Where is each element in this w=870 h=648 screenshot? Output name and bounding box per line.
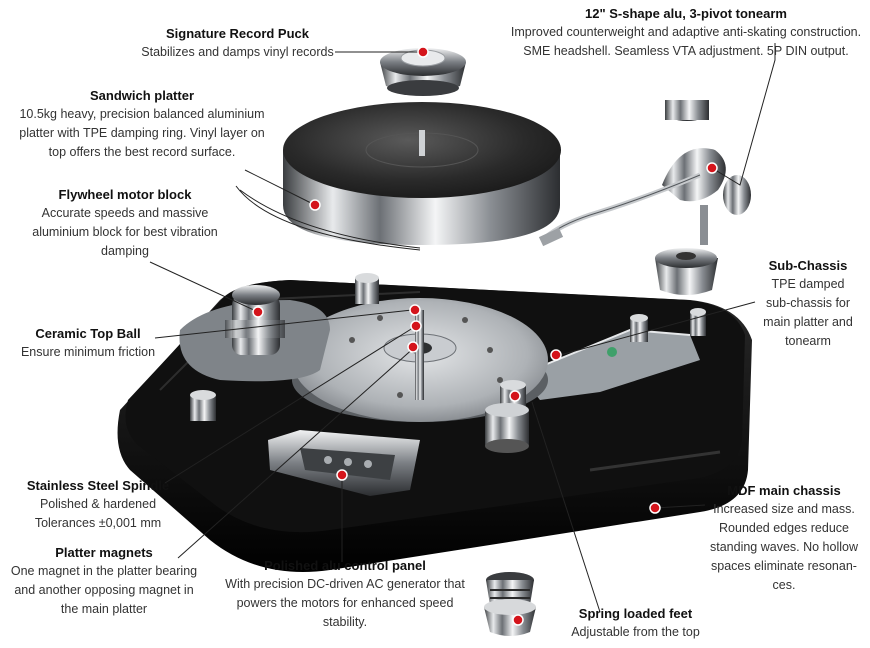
- annotation-title: Polished alu control panel: [264, 558, 426, 573]
- marker-subchassis: [550, 349, 562, 361]
- flywheel-motor-block: [179, 285, 330, 382]
- stainless-steel-spindle: [415, 310, 424, 400]
- annotation-title: MDF main chassis: [727, 483, 841, 498]
- annotation-title: Sub-Chassis: [768, 258, 848, 273]
- marker-tonearm: [706, 162, 718, 174]
- annotation-title: Stainless Steel Spindle: [26, 478, 170, 493]
- annotation-title: Signature Record Puck: [165, 26, 310, 41]
- chassis-pillars: [190, 273, 706, 421]
- marker-feet-top: [509, 390, 521, 402]
- spring-loaded-foot-part: [484, 572, 536, 636]
- leader-lines: [149, 43, 776, 613]
- marker-mdf: [649, 502, 661, 514]
- marker-dots: [252, 46, 718, 626]
- sandwich-platter-part: [235, 102, 561, 251]
- annotation-mdf-chassis: MDF main chassis Increased size and mass…: [700, 481, 868, 595]
- tonearm-part: [538, 100, 751, 247]
- annotation-sandwich-platter: Sandwich platter 10.5kg heavy, precision…: [8, 86, 276, 162]
- polished-alu-control-panel: [268, 430, 420, 496]
- annotation-tonearm: 12" S-shape alu, 3-pivot tonearm Improve…: [502, 4, 870, 61]
- annotation-description: Ensure minimum friction: [20, 345, 156, 359]
- annotation-title: Sandwich platter: [89, 88, 195, 103]
- annotation-description: Stabilizes and damps vinyl records: [141, 45, 334, 59]
- annotation-description: Adjustable from the top: [571, 625, 700, 639]
- spring-foot-assembly: [485, 403, 529, 453]
- annotation-title: Flywheel motor block: [58, 187, 192, 202]
- annotation-sub-chassis: Sub-Chassis TPE damped sub-chassis for m…: [748, 256, 868, 351]
- annotation-title: Platter magnets: [55, 545, 153, 560]
- annotation-description: Polished & hardened Tolerances ±0,001 mm: [34, 497, 162, 530]
- annotation-description: Improved counterweight and adaptive anti…: [510, 25, 862, 58]
- annotation-ceramic-top-ball: Ceramic Top Ball Ensure minimum friction: [8, 324, 168, 362]
- marker-flywheel: [252, 306, 264, 318]
- annotation-record-puck: Signature Record Puck Stabilizes and dam…: [135, 24, 340, 62]
- annotation-description: One magnet in the platter bearing and an…: [10, 564, 198, 616]
- annotation-description: Increased size and mass. Rounded edges r…: [710, 502, 858, 592]
- annotation-description: TPE damped sub-chassis for main platter …: [763, 277, 853, 348]
- marker-puck: [417, 46, 429, 58]
- tonearm-base-part: [655, 248, 718, 295]
- marker-platter: [309, 199, 321, 211]
- marker-spindle: [410, 320, 422, 332]
- annotation-control-panel: Polished alu control panel With precisio…: [215, 556, 475, 632]
- annotation-title: Ceramic Top Ball: [35, 326, 141, 341]
- annotation-description: 10.5kg heavy, precision balanced alumini…: [19, 107, 265, 159]
- annotation-stainless-spindle: Stainless Steel Spindle Polished & harde…: [18, 476, 178, 533]
- annotation-spring-feet: Spring loaded feet Adjustable from the t…: [548, 604, 723, 642]
- annotation-title: 12" S-shape alu, 3-pivot tonearm: [585, 6, 787, 21]
- record-puck-part: [380, 48, 466, 96]
- annotation-title: Spring loaded feet: [578, 606, 693, 621]
- annotation-platter-magnets: Platter magnets One magnet in the platte…: [4, 543, 204, 619]
- annotation-description: Accurate speeds and massive aluminium bl…: [32, 206, 218, 258]
- marker-magnets: [407, 341, 419, 353]
- marker-ceramic: [409, 304, 421, 316]
- marker-feet: [512, 614, 524, 626]
- annotation-description: With precision DC-driven AC generator th…: [225, 577, 465, 629]
- marker-control: [336, 469, 348, 481]
- annotation-flywheel-motor: Flywheel motor block Accurate speeds and…: [10, 185, 240, 261]
